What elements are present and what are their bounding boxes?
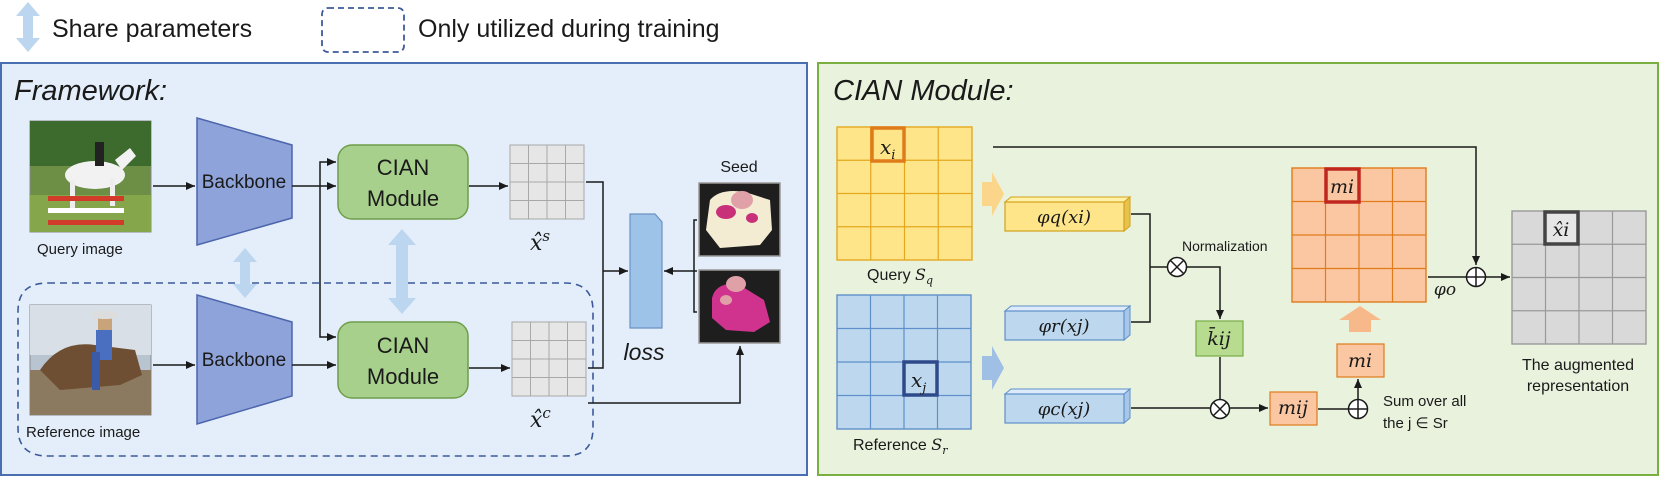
phi-r-label: φr(xj): [1039, 316, 1090, 337]
mi-grid-label: mi: [1330, 176, 1354, 198]
seed-mask-reference: [698, 269, 781, 344]
augmented-output-grid: [1511, 210, 1647, 345]
backbone-reference-label: Backbone: [202, 350, 287, 371]
xi-label: xi: [880, 135, 895, 163]
framework-connectors: [153, 158, 744, 404]
query-image: [29, 120, 152, 233]
mi-small-label: mi: [1348, 350, 1372, 372]
augmented-line1: The augmented: [1522, 357, 1634, 374]
xs-feature-grid: [509, 144, 585, 220]
augmented-line2: representation: [1527, 378, 1629, 395]
query-feature-grid: [836, 126, 973, 261]
xi-highlight: [870, 126, 906, 163]
query-image-label: Query image: [37, 241, 123, 258]
framework-title: Framework:: [14, 75, 167, 107]
xj-label: xj: [911, 368, 926, 396]
xj-highlight: [902, 360, 939, 397]
reference-image-label: Reference image: [26, 424, 140, 441]
training-only-region: [17, 282, 594, 457]
circle-plus-icon: [1465, 266, 1487, 288]
mi-small-box: [1336, 343, 1385, 378]
phi-r-box: [1003, 304, 1132, 342]
cian-module-query-line1: CIAN: [377, 155, 430, 180]
reference-sr-label: Reference Sr: [853, 435, 948, 457]
xs-label: x̂s: [530, 227, 550, 256]
backbone-query: Backbone: [196, 117, 293, 246]
cian-panel: CIAN Module: xi Query Sq xj Reference Sr…: [817, 62, 1659, 476]
legend-share-label: Share parameters: [52, 15, 252, 43]
mij-label: mij: [1278, 397, 1308, 419]
sum-line1: Sum over all: [1383, 393, 1466, 410]
phi-q-box: [1003, 195, 1132, 233]
phi-q-label: φq(xi): [1037, 207, 1091, 228]
share-arrow-module: [388, 229, 416, 314]
phi-c-box: [1003, 387, 1132, 425]
circle-plus-icon: [1347, 398, 1369, 420]
hat-xi-label: x̂i: [1553, 219, 1570, 241]
seed-label: Seed: [720, 159, 757, 176]
kij-label: k̄ij: [1207, 326, 1231, 350]
mi-highlight: [1324, 167, 1361, 204]
normalization-label: Normalization: [1182, 238, 1268, 254]
reference-feature-grid: [836, 294, 972, 430]
sum-line2: the j ∈ Sr: [1383, 415, 1448, 432]
cian-module-query: CIAN Module: [337, 144, 469, 220]
cian-module-reference-line2: Module: [367, 364, 439, 389]
reference-image: [29, 304, 152, 416]
share-arrow-backbone: [233, 248, 257, 298]
kij-box: [1195, 320, 1244, 357]
xc-feature-grid: [511, 321, 587, 397]
seed-mask-query: [698, 182, 781, 257]
cian-connectors: [993, 146, 1510, 412]
legend: Share parameters Only utilized during tr…: [16, 2, 720, 53]
circle-times-icon: [1166, 256, 1188, 278]
backbone-query-label: Backbone: [202, 172, 287, 193]
cian-module-reference-line1: CIAN: [377, 333, 430, 358]
dashed-box-icon: [321, 7, 405, 53]
phi-o-label: φo: [1434, 280, 1456, 300]
legend-training-label: Only utilized during training: [418, 15, 720, 43]
loss-block: [629, 213, 663, 329]
backbone-reference: Backbone: [196, 294, 293, 426]
loss-label: loss: [624, 339, 665, 365]
query-sq-label: Query Sq: [867, 265, 933, 287]
cian-module-reference: CIAN Module: [337, 321, 469, 399]
framework-panel: Framework: Query image: [0, 62, 808, 476]
query-flow-arrow: [982, 172, 1004, 216]
circle-times-icon: [1209, 398, 1231, 420]
mij-box: [1269, 391, 1318, 426]
m-attention-grid: [1291, 167, 1427, 303]
mi-up-arrow: [1339, 306, 1381, 332]
hat-xi-highlight: [1543, 210, 1580, 246]
double-arrow-icon: [16, 2, 40, 52]
xc-label: x̂c: [530, 404, 551, 433]
phi-c-label: φc(xj): [1038, 399, 1090, 420]
cian-module-query-line2: Module: [367, 186, 439, 211]
reference-flow-arrow: [982, 346, 1004, 390]
cian-panel-title: CIAN Module:: [833, 75, 1014, 107]
